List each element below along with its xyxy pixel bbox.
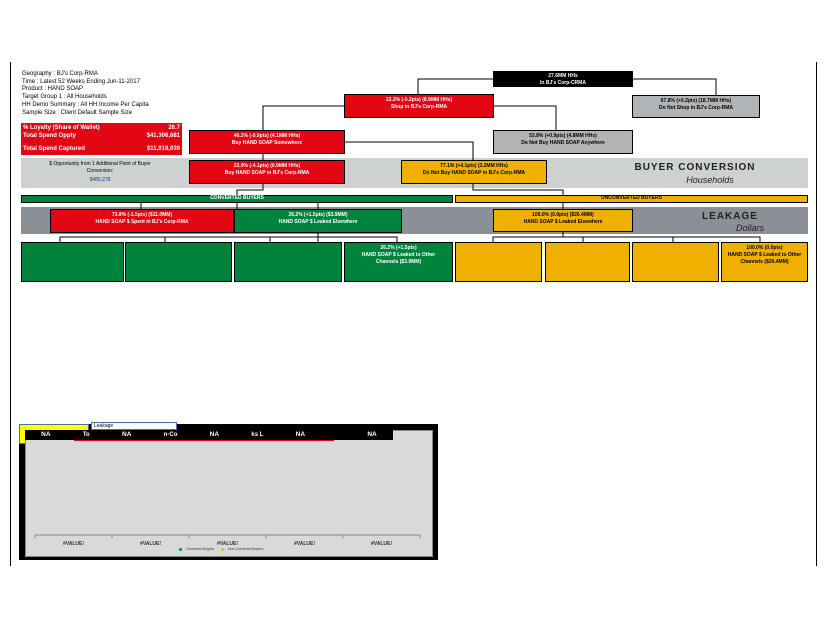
chart-x-axis [34, 534, 421, 538]
node-line2: Buy HAND SOAP Somewhere [231, 140, 303, 146]
filter-product: Product : HAND SOAP [22, 86, 84, 92]
chart-red-underline [74, 440, 334, 441]
page-border-left [10, 62, 11, 566]
node-line1: 67.8% (+0.2pts) (18.7MM HHs) [660, 98, 732, 104]
x-tick-label: #VALUE! [139, 541, 162, 547]
loyalty-label: % Loyalty (Share of Wallet) [23, 125, 100, 131]
opportunity-panel: $ Opportunity from 1 Additional Point of… [25, 161, 175, 184]
node-line2: Shop in BJ's Corp-RMA [390, 104, 448, 110]
node-line2: HAND SOAP $ Spent in BJ's Corp-RMA [95, 219, 189, 225]
x-tick-label: #VALUE! [216, 541, 239, 547]
channel-box [455, 242, 542, 282]
opportunity-value: $480,278 [89, 177, 111, 183]
legend-swatch-nonconverted [221, 547, 225, 551]
channel-box [234, 242, 342, 282]
channel-box [545, 242, 630, 282]
na-label: NA [209, 431, 220, 438]
node-line2: Do Not Buy HAND SOAP in BJ's Corp-RMA [422, 170, 526, 176]
chart-legend: Converted Buyers Non Converted Buyers [179, 547, 263, 551]
node-line2: HAND SOAP $ Leaked to Other [361, 252, 436, 258]
legend-converted: Converted Buyers [186, 547, 215, 551]
leakage-title: LEAKAGE [702, 211, 758, 222]
node-line1: 26.2% (+1.5pts) ($3.9MM) [288, 212, 348, 218]
node-line1: 77.1% (+4.1pts) (3.2MM HHs) [440, 163, 508, 169]
leak-spent-bj: 73.8% (-1.5pts) ($11.0MM)HAND SOAP $ Spe… [50, 209, 234, 233]
node-line2: Do Not Shop in BJ's Corp-RMA [659, 105, 733, 111]
node-line2: HAND SOAP $ Leaked to Other [727, 252, 802, 258]
kpi-panel: % Loyalty (Share of Wallet) 26.7 Total Sp… [21, 123, 182, 155]
page-border-right [816, 62, 817, 566]
unconverted-buyers-bar: UNCONVERTED BUYERS [455, 195, 808, 203]
na-label: NA [367, 431, 377, 438]
node-no-shop: 67.8% (+0.2pts) (18.7MM HHs)Do Not Shop … [632, 95, 760, 118]
leakage-chart: Leakage NA To NA n-Co NA ks L NA NA #VAL… [19, 422, 438, 560]
tree-connectors [59, 78, 761, 242]
buyer-conversion-title: BUYER CONVERSION [634, 162, 756, 173]
dollars-subtitle: Dollars [735, 223, 764, 233]
node-line1: 27.6MM HHs [548, 73, 578, 79]
chart-plot-area [25, 430, 433, 557]
na-label: NA [295, 431, 306, 438]
node-line1: 46.2% (-0.9pts) (4.1MM HHs) [233, 133, 301, 139]
captured-label: Total Spend Captured [23, 146, 85, 152]
node-line2: In BJ's Corp-CRMA [540, 80, 586, 86]
node-no-buy-bj: 77.1% (+4.1pts) (3.2MM HHs)Do Not Buy HA… [401, 160, 547, 184]
node-line2: HAND SOAP $ Leaked Elsewhere [278, 219, 358, 225]
chart-x-labels: #VALUE! #VALUE! #VALUE! #VALUE! #VALUE! [35, 541, 420, 547]
converted-buyers-bar: CONVERTED BUYERS [21, 195, 453, 203]
node-line1: 32.2% (-0.2pts) (8.9MM HHs) [385, 97, 453, 103]
captured-value: $11,018,039 [146, 146, 180, 152]
node-line1: 53.8% (+0.9pts) (4.8MM HHs) [529, 133, 597, 139]
x-tick-label: #VALUE! [370, 541, 393, 547]
legend-swatch-converted [179, 547, 182, 551]
partial-tab-label: To [82, 432, 90, 438]
channel-box [125, 242, 232, 282]
node-line2: HAND SOAP $ Leaked Elsewhere [523, 219, 603, 225]
chart-tab-leakage[interactable]: Leakage [91, 422, 177, 430]
node-line1: 100.0% (0.0pts) [746, 245, 783, 251]
na-label: NA [41, 431, 51, 438]
x-tick-label: #VALUE! [293, 541, 316, 547]
node-line1: 26.2% (+1.5pts) [380, 245, 417, 251]
filter-target-group: Target Group 1 : All Households [22, 94, 107, 100]
node-shop: 32.2% (-0.2pts) (8.9MM HHs)Shop in BJ's … [344, 94, 494, 118]
opportunity-label: $ Opportunity from 1 Additional Point of… [49, 161, 151, 174]
node-buy-bj: 22.9% (-4.1pts) (0.9MM HHs)Buy HAND SOAP… [189, 160, 345, 184]
oppty-value: $41,306,681 [146, 133, 180, 139]
node-line3: Channels ($26.4MM) [740, 259, 789, 265]
oppty-label: Total Spend Oppty [23, 133, 76, 139]
node-line1: 73.8% (-1.5pts) ($11.0MM) [111, 212, 173, 218]
partial-tab-label: ks L [251, 432, 264, 438]
node-line2: Buy HAND SOAP in BJ's Corp-RMA [224, 170, 310, 176]
node-buy-anywhere: 46.2% (-0.9pts) (4.1MM HHs)Buy HAND SOAP… [189, 130, 345, 154]
filter-sample: Sample Size : Client Default Sample Size [22, 110, 133, 116]
filter-time: Time : Latest 52 Weeks Ending Jun-11-201… [22, 79, 140, 85]
channel-other-unconverted: 100.0% (0.0pts)HAND SOAP $ Leaked to Oth… [721, 242, 808, 282]
channel-box [632, 242, 719, 282]
channel-box [21, 242, 124, 282]
chart-na-strip: NA To NA n-Co NA ks L NA NA [25, 430, 393, 440]
partial-tab-label: n-Co [163, 432, 178, 438]
node-line2: Do Not Buy HAND SOAP Anywhere [521, 140, 605, 146]
households-subtitle: Households [686, 175, 734, 185]
channel-other-converted: 26.2% (+1.5pts)HAND SOAP $ Leaked to Oth… [344, 242, 453, 282]
node-line1: 100.0% (0.0pts) ($26.4MM) [532, 212, 594, 218]
leak-leaked-unconverted: 100.0% (0.0pts) ($26.4MM)HAND SOAP $ Lea… [493, 209, 633, 232]
x-tick-label: #VALUE! [62, 541, 85, 547]
filter-demo: HH Demo Summary : All HH Income Per Capi… [22, 102, 149, 108]
node-line1: 22.9% (-4.1pts) (0.9MM HHs) [233, 163, 301, 169]
node-line3: Channels ($3.9MM) [375, 259, 422, 265]
legend-nonconverted: Non Converted Buyers [228, 547, 264, 551]
filter-geography: Geography : BJ's Corp-RMA [22, 71, 98, 77]
leak-leaked-converted: 26.2% (+1.5pts) ($3.9MM)HAND SOAP $ Leak… [234, 209, 402, 233]
loyalty-value: 26.7 [168, 125, 180, 131]
node-no-buy-anywhere: 53.8% (+0.9pts) (4.8MM HHs)Do Not Buy HA… [493, 130, 633, 154]
na-label: NA [122, 431, 132, 438]
